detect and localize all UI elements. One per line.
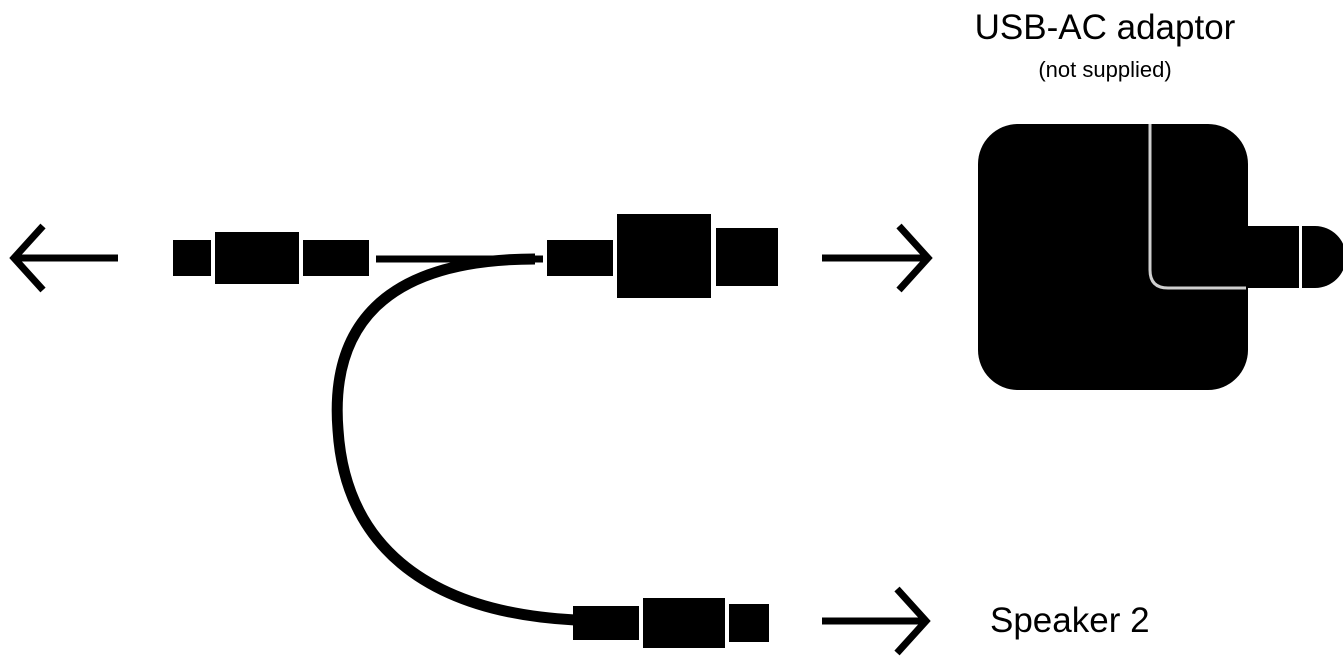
adaptor-note: (not supplied) [1038,57,1172,82]
arrow-right-icon [822,586,931,656]
cable [331,253,576,626]
speaker-cable-connector-icon [573,598,769,648]
usb-connector-icon [547,214,778,298]
usb-ac-adaptor-icon [978,124,1343,390]
speaker-label: Speaker 2 [990,601,1150,640]
adaptor-title: USB-AC adaptor [974,8,1236,47]
left-cable-connector-icon [173,232,369,284]
arrow-right-icon [822,223,933,293]
arrow-left-icon [9,223,118,293]
